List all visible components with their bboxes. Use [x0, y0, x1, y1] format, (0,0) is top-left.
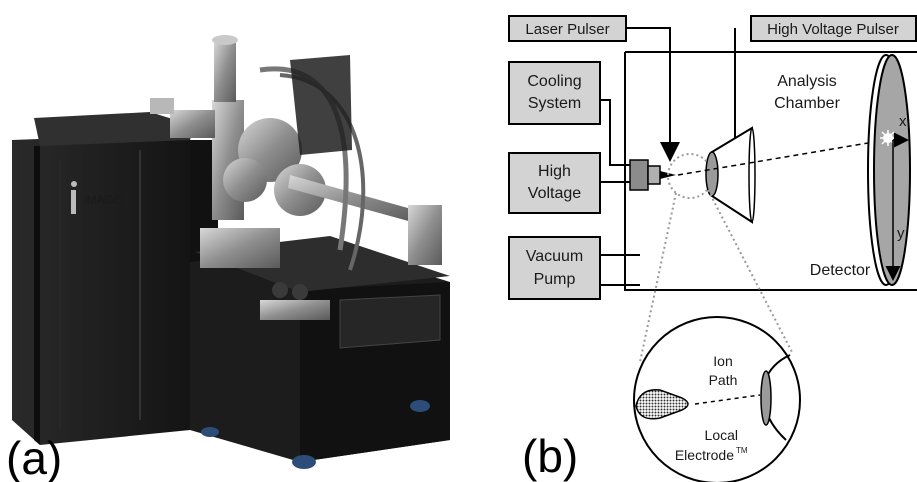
connector-lines	[600, 27, 736, 286]
vacuum-pump-label-line1: Vacuum	[526, 248, 584, 265]
cooling-system-label-line2: System	[528, 95, 581, 112]
panel-a-label: (a)	[6, 432, 62, 482]
zoom-guide-left	[639, 192, 677, 363]
trademark-symbol: TM	[736, 446, 748, 455]
ion-impact-flash	[880, 130, 896, 146]
local-electrode-label-line2: Electrode	[675, 447, 734, 463]
specimen-tip	[635, 389, 689, 420]
ion-path-label-line2: Path	[709, 372, 738, 388]
cooling-system-box: Cooling System	[508, 61, 601, 125]
ion-path-label-line1: Ion	[713, 353, 732, 369]
high-voltage-box: High Voltage	[508, 152, 601, 214]
panel-b-label: (b)	[522, 430, 578, 482]
local-electrode-label-line1: Local	[705, 427, 738, 443]
magnified-inset	[633, 316, 801, 482]
high-voltage-label-line1: High	[538, 163, 571, 180]
axis-x-label: x	[899, 113, 907, 130]
specimen-holder	[629, 159, 676, 191]
detector-label: Detector	[810, 262, 871, 279]
brand-logo: iMAGO	[84, 193, 123, 207]
cooling-system-label-line1: Cooling	[527, 73, 581, 90]
inset-ion-path	[694, 394, 761, 405]
analysis-chamber-label-line2: Chamber	[774, 95, 840, 112]
atom-probe-instrument-photo: iMAGO	[12, 35, 450, 469]
detector-disc	[867, 54, 911, 286]
zoom-guide-right	[707, 189, 793, 353]
detector-axes	[885, 132, 909, 281]
local-electrode-cone	[705, 126, 756, 224]
vacuum-pump-box: Vacuum Pump	[508, 236, 601, 300]
axis-y-label: y	[897, 225, 905, 242]
inset-electrode-aperture	[760, 370, 772, 426]
high-voltage-label-line2: Voltage	[528, 185, 581, 202]
laser-pulser-box: Laser Pulser	[508, 15, 627, 42]
zoom-region-circle	[667, 153, 713, 199]
high-voltage-pulser-label: High Voltage Pulser	[767, 21, 899, 38]
laser-pulser-label: Laser Pulser	[525, 21, 609, 38]
ion-trajectory	[677, 139, 887, 176]
analysis-chamber-label-line1: Analysis	[777, 73, 837, 90]
high-voltage-pulser-box: High Voltage Pulser	[750, 15, 917, 42]
vacuum-pump-label-line2: Pump	[534, 271, 576, 288]
analysis-chamber-outline	[624, 51, 917, 291]
